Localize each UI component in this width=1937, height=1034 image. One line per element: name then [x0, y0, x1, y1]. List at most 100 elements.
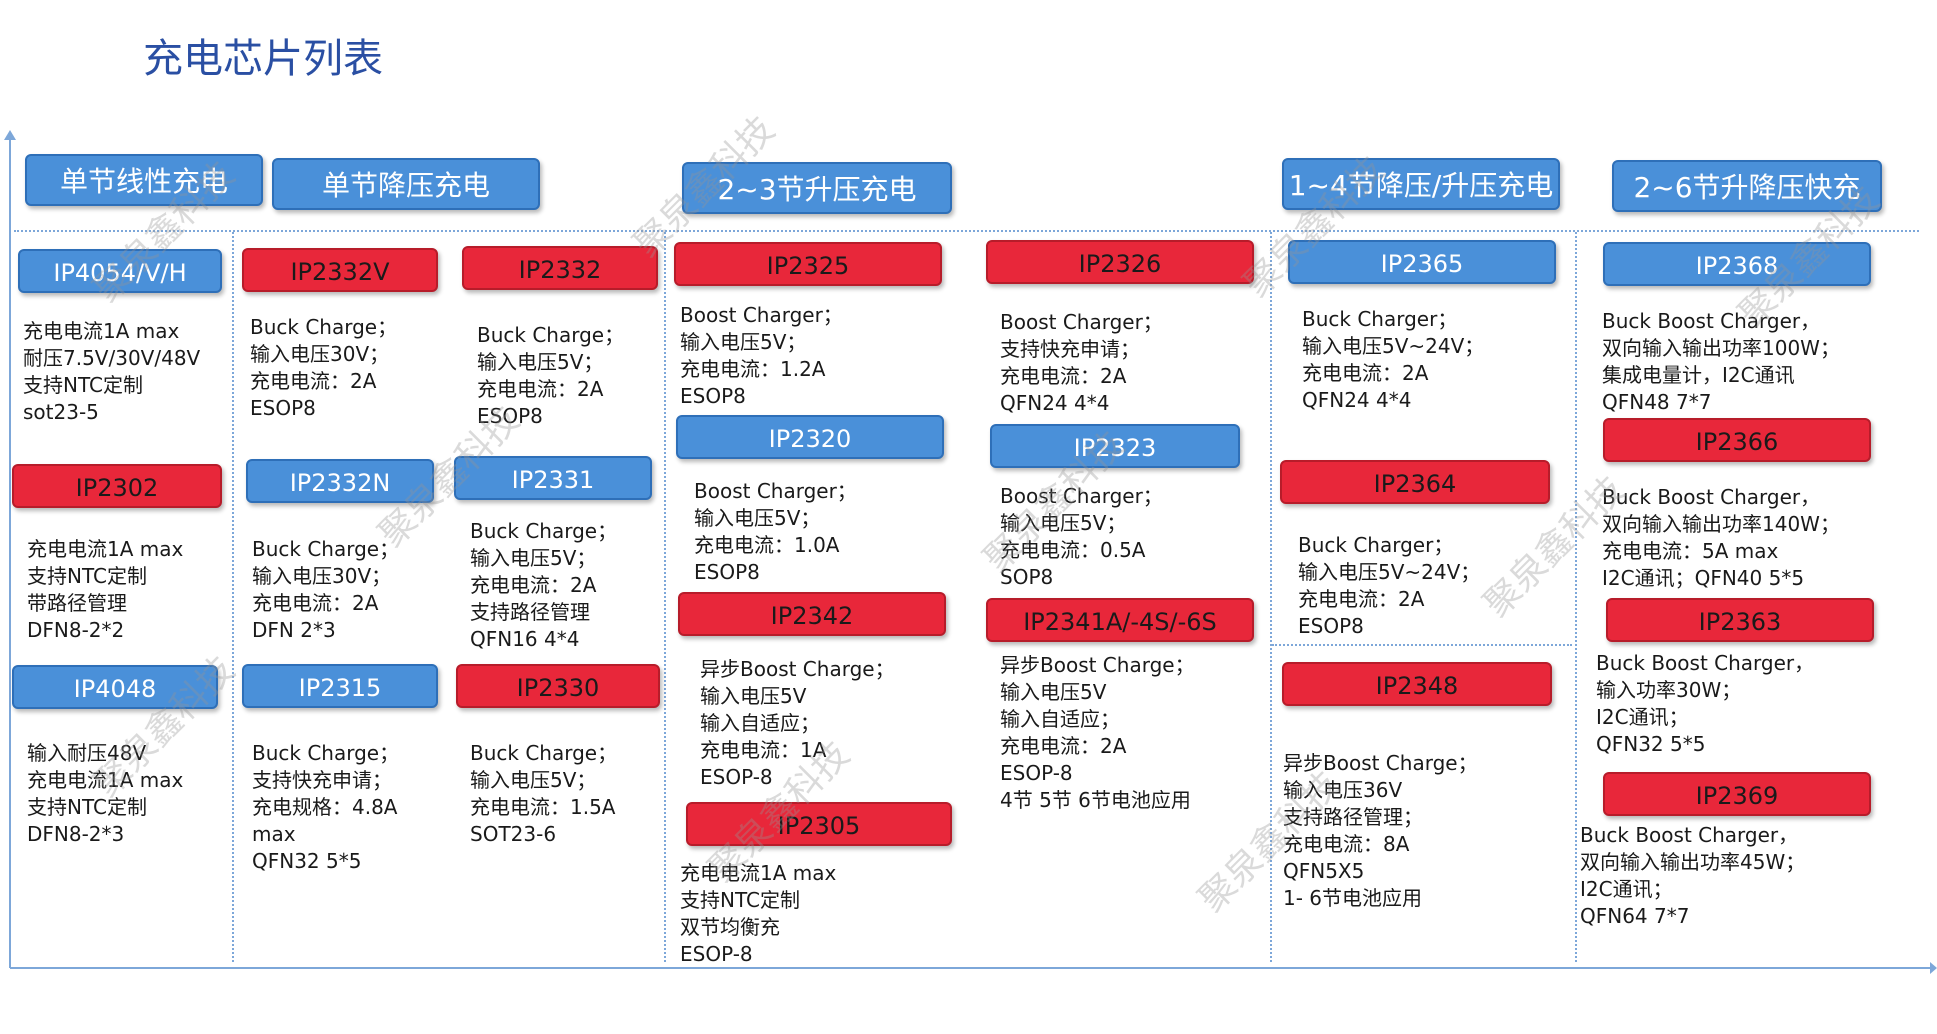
spec-line: 输入电压5V；	[470, 546, 597, 570]
spec-line: 双向输入输出功率45W；	[1580, 850, 1806, 874]
category-buck-boost: 1~4节降压/升压充电	[1282, 158, 1560, 210]
spec-line: max	[252, 822, 296, 846]
spec-line: 双节均衡充	[680, 915, 780, 939]
spec-line: Buck Charge；	[470, 519, 618, 543]
spec-line: Boost Charger；	[1000, 310, 1163, 334]
spec-line: 输入电压5V~24V；	[1302, 334, 1485, 358]
spec-line: I2C通讯；QFN40 5*5	[1602, 566, 1805, 590]
spec-line: 充电电流1A max	[23, 319, 180, 343]
spec-line: QFN24 4*4	[1000, 391, 1110, 415]
chip-label-ip2320: IP2320	[676, 415, 944, 459]
spec-line: Buck Boost Charger，	[1580, 823, 1799, 847]
spec-line: 充电电流：2A	[1298, 587, 1425, 611]
spec-line: ESOP8	[694, 560, 760, 584]
spec-line: 充电规格：4.8A	[252, 795, 398, 819]
chip-label-ip2332n: IP2332N	[246, 459, 434, 503]
column-separator	[1575, 232, 1577, 962]
chip-label-ip2332: IP2332	[462, 246, 658, 290]
spec-line: Buck Charge；	[252, 741, 400, 765]
spec-line: Buck Boost Charger，	[1602, 309, 1821, 333]
spec-line: ESOP8	[1298, 614, 1364, 638]
column-separator	[664, 232, 666, 962]
spec-line: SOP8	[1000, 565, 1054, 589]
chip-label-ip2366: IP2366	[1603, 418, 1871, 462]
spec-line: QFN64 7*7	[1580, 904, 1690, 928]
chip-label-ip2326: IP2326	[986, 240, 1254, 284]
spec-line: 输入电压5V~24V；	[1298, 560, 1481, 584]
spec-line: 充电电流：1.5A	[470, 795, 616, 819]
spec-line: Buck Charger；	[1302, 307, 1458, 331]
chip-label-ip4054-v-h: IP4054/V/H	[18, 249, 222, 293]
chip-spec-ip2330: Buck Charge； 输入电压5V； 充电电流：1.5A SOT23-6	[470, 740, 617, 848]
spec-line: 充电电流：5A max	[1602, 539, 1779, 563]
spec-line: 输入电压5V；	[680, 330, 807, 354]
chip-spec-ip2302: 充电电流1A max 支持NTC定制带路径管理 DFN8-2*2	[27, 536, 183, 644]
spec-line: 输入自适应；	[700, 711, 820, 735]
spec-line: 充电电流：1.2A	[680, 357, 826, 381]
chip-label-ip2331: IP2331	[454, 456, 652, 500]
spec-line: 支持NTC定制	[680, 888, 800, 912]
column-separator	[1270, 232, 1272, 962]
spec-line: 充电电流：2A	[1302, 361, 1429, 385]
spec-line: 异步Boost Charge；	[700, 657, 895, 681]
spec-line: Boost Charger；	[694, 479, 857, 503]
spec-line: 充电电流1A max	[27, 768, 184, 792]
chip-label-ip2332v: IP2332V	[242, 248, 438, 292]
spec-line: 输入电压5V；	[477, 350, 604, 374]
spec-line: I2C通讯；	[1580, 877, 1673, 901]
spec-line: 双向输入输出功率100W；	[1602, 336, 1840, 360]
spec-line: 输入功率30W；	[1596, 678, 1742, 702]
spec-line: ESOP8	[250, 396, 316, 420]
spec-line: sot23-5	[23, 400, 99, 424]
spec-line: 1- 6节电池应用	[1283, 886, 1423, 910]
spec-line: Buck Charge；	[252, 537, 400, 561]
chip-label-ip2365: IP2365	[1288, 240, 1556, 284]
header-separator	[14, 230, 1919, 232]
row-separator	[1272, 644, 1572, 646]
page-title: 充电芯片列表	[143, 36, 383, 82]
spec-line: 输入自适应；	[1000, 707, 1120, 731]
spec-line: 支持NTC定制	[27, 564, 147, 588]
spec-line: Buck Charge；	[470, 741, 618, 765]
spec-line: 支持路径管理	[470, 600, 590, 624]
spec-line: Buck Charge；	[250, 315, 398, 339]
spec-line: 输入电压5V	[700, 684, 807, 708]
spec-line: Buck Boost Charger，	[1596, 651, 1815, 675]
spec-line: 输入电压5V；	[1000, 511, 1127, 535]
spec-line: 耐压7.5V/30V/48V	[23, 346, 201, 370]
spec-line: ESOP8	[680, 384, 746, 408]
spec-line: 充电电流：2A	[252, 591, 379, 615]
spec-line: 充电电流：1.0A	[694, 533, 840, 557]
chip-label-ip2369: IP2369	[1603, 772, 1871, 816]
chip-label-ip2325: IP2325	[674, 242, 942, 286]
spec-line: Buck Boost Charger，	[1602, 485, 1821, 509]
category-linear: 单节线性充电	[25, 154, 263, 206]
spec-line: 充电电流：0.5A	[1000, 538, 1146, 562]
chip-spec-ip2368: Buck Boost Charger，双向输入输出功率100W；集成电量计，I2…	[1602, 308, 1840, 416]
spec-line: 输入电压5V；	[470, 768, 597, 792]
category-fast-charge: 2~6节升降压快充	[1612, 160, 1882, 212]
spec-line: 双向输入输出功率140W；	[1602, 512, 1840, 536]
chip-spec-ip2366: Buck Boost Charger， 双向输入输出功率140W； 充电电流：5A …	[1602, 484, 1840, 592]
spec-line: Buck Charger；	[1298, 533, 1454, 557]
spec-line: 输入电压36V	[1283, 778, 1403, 802]
spec-line: 支持快充申请；	[252, 768, 392, 792]
spec-line: DFN8-2*2	[27, 618, 125, 642]
spec-line: QFN24 4*4	[1302, 388, 1412, 412]
chip-label-ip4048: IP4048	[12, 665, 218, 709]
spec-line: 充电电流：2A	[1000, 364, 1127, 388]
chip-label-ip2348: IP2348	[1282, 662, 1552, 706]
spec-line: 充电电流：1A	[700, 738, 827, 762]
spec-line: 充电电流1A max	[27, 537, 184, 561]
spec-line: 带路径管理	[27, 591, 127, 615]
spec-line: SOT23-6	[470, 822, 557, 846]
